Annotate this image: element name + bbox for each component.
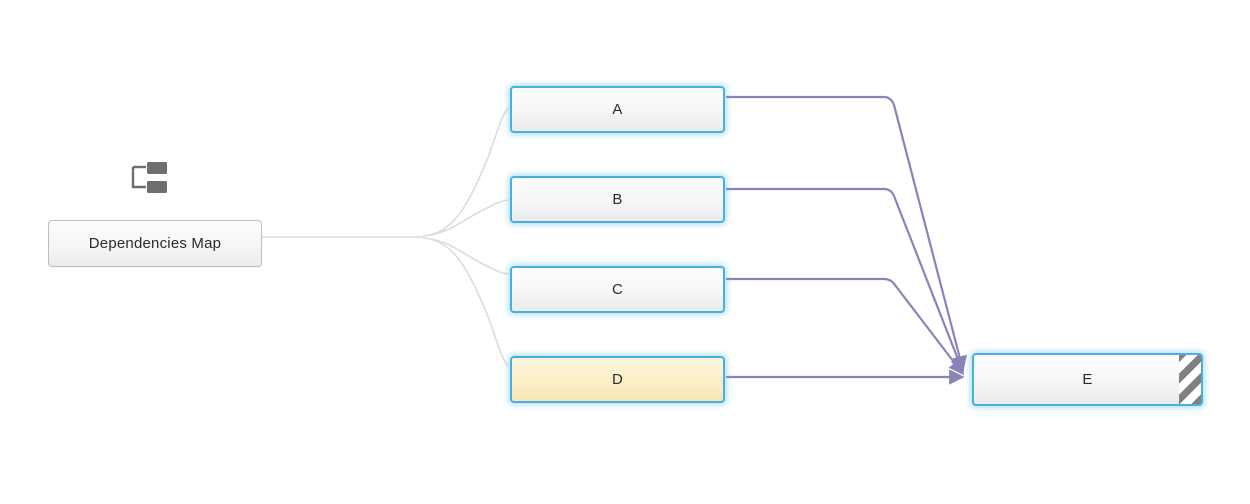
hierarchy-icon (130, 161, 170, 197)
node-label: B (612, 191, 623, 208)
tree-edge-root-b (422, 199, 509, 237)
tree-edges (262, 107, 509, 367)
node-label: C (611, 281, 624, 298)
tree-edge-root-d (422, 237, 509, 367)
node-b[interactable]: B (510, 176, 725, 223)
node-label: E (1082, 371, 1093, 388)
node-label: Dependencies Map (88, 235, 222, 252)
node-a[interactable]: A (510, 86, 725, 133)
node-d[interactable]: D (510, 356, 725, 403)
tree-edge-root-c (422, 237, 509, 275)
tree-edge-root-a (422, 107, 509, 237)
dep-edge-b-e (726, 187, 966, 374)
node-label: A (612, 101, 623, 118)
node-dependencies-map[interactable]: Dependencies Map (48, 220, 262, 267)
dependency-edges (726, 95, 967, 385)
dep-edge-a-e (726, 95, 967, 372)
node-label: D (611, 371, 624, 388)
dep-edge-c-e (726, 277, 964, 376)
hatch-pattern-indicator (1179, 355, 1201, 404)
node-c[interactable]: C (510, 266, 725, 313)
node-e[interactable]: E (972, 353, 1203, 406)
